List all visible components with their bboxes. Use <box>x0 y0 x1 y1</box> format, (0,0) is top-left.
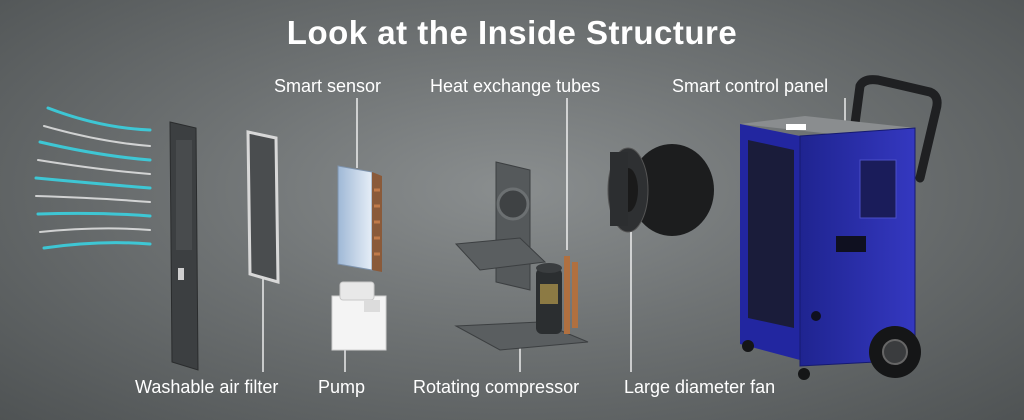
label-heat-exchange-tubes: Heat exchange tubes <box>430 76 601 96</box>
airflow-icon <box>34 106 152 250</box>
label-washable-air-filter: Washable air filter <box>135 377 279 397</box>
label-pump: Pump <box>318 377 366 397</box>
front-panel <box>169 121 199 371</box>
pump <box>331 281 387 351</box>
rotating-compressor <box>454 161 589 351</box>
large-diameter-fan <box>607 144 714 236</box>
label-large-diameter-fan: Large diameter fan <box>624 377 776 397</box>
smart-sensor-coil <box>337 165 382 272</box>
dehumidifier-unit <box>740 75 942 380</box>
label-rotating-compressor: Rotating compressor <box>413 377 580 397</box>
label-smart-sensor: Smart sensor <box>274 76 382 96</box>
washable-air-filter <box>246 130 280 284</box>
page-title: Look at the Inside Structure <box>286 14 738 51</box>
label-smart-control-panel: Smart control panel <box>672 76 829 96</box>
